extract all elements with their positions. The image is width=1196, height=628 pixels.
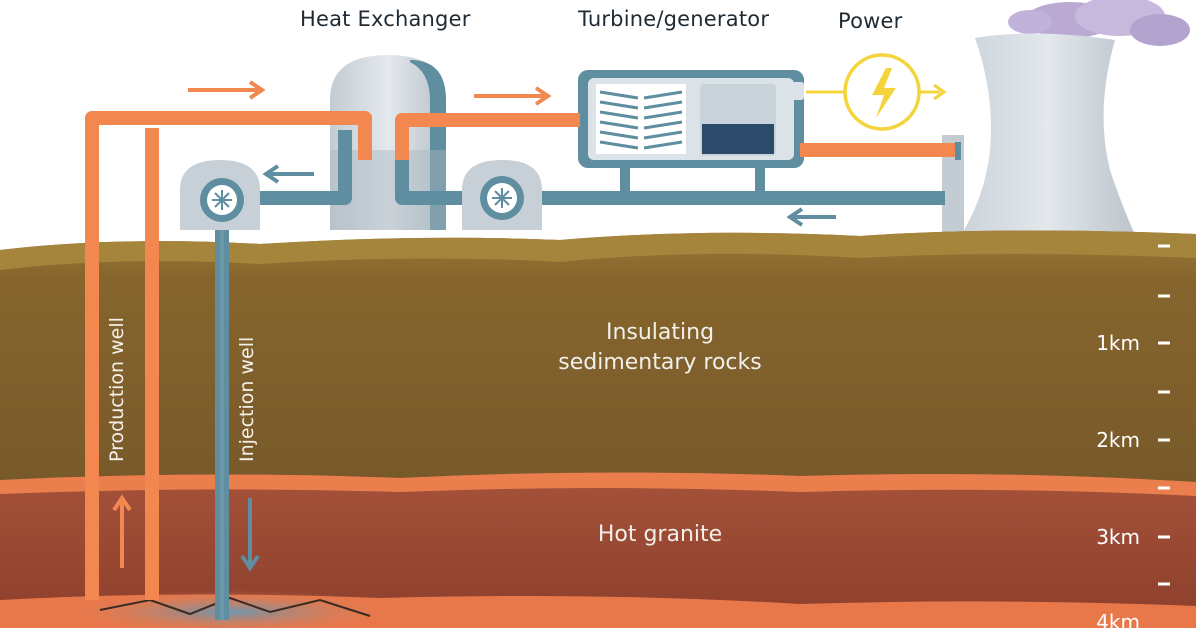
arrow-left-icon [786,207,836,227]
flow-arrows [112,80,836,572]
sediment-label: Insulating sedimentary rocks [558,320,762,375]
pump-icon [180,160,260,230]
arrow-up-icon [112,494,132,568]
depth-label-1km: 1km [1096,331,1140,355]
injection-well-label: Injection well [236,336,258,462]
depth-ticks [1158,244,1170,586]
power-icon [806,53,947,131]
power-label: Power [838,9,903,33]
heat-exchanger-label: Heat Exchanger [300,7,471,31]
depth-label-3km: 3km [1096,525,1140,549]
depth-label-4km: 4km [1096,610,1140,628]
arrow-left-icon [262,164,314,184]
production-well-label: Production well [106,317,128,462]
arrow-right-icon [474,86,552,106]
arrow-right-icon [933,83,947,101]
lightning-icon [872,68,896,118]
production-pipe-outer [85,111,372,600]
tower-body [955,33,1140,245]
granite-label: Hot granite [597,522,723,547]
turbine-generator [578,70,804,168]
arrow-right-icon [188,80,266,100]
arrow-down-icon [240,498,260,572]
granite-layer [0,472,1196,628]
granite-top-band [0,472,1196,496]
topsoil-band [0,230,1196,270]
turbine-label: Turbine/generator [578,7,770,31]
cooling-tower [942,0,1190,245]
pump-icon [462,160,542,230]
hot-pipe-network [85,111,955,600]
depth-label-2km: 2km [1096,428,1140,452]
heat-exchanger [330,55,446,230]
